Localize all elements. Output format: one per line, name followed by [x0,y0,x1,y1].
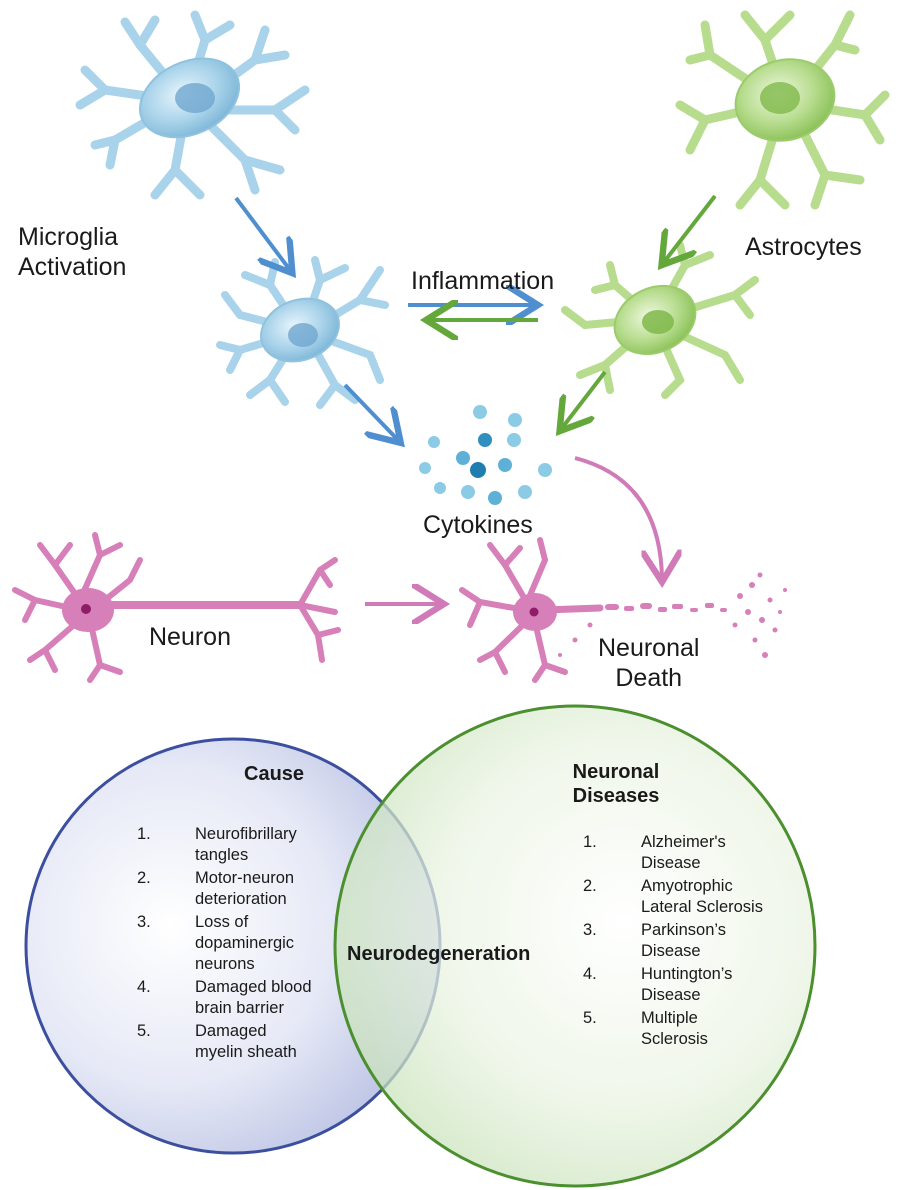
list-item: 2. Amyotrophic Lateral Sclerosis [583,876,823,918]
list-item-text: Damaged myelin sheath [195,1022,297,1061]
list-item: 4. Huntington’s Disease [583,964,823,1006]
microglia-cell-resting-icon [75,10,310,200]
neuron-dying-icon [459,537,787,683]
microglia-cell-activated-icon [216,256,389,409]
arrow-astrocyte-to-reactive [664,194,717,262]
list-item: 1. Neurofibrillary tangles [137,824,367,866]
list-item-text: Loss of dopaminergic neurons [195,913,295,973]
venn-title-diseases-line2: Diseases [572,785,660,807]
list-item-number: 1. [137,825,151,843]
cytokine-particles-icon [419,405,552,505]
neuron-healthy-icon [12,532,341,683]
list-item-text: Huntington’s Disease [641,965,733,1004]
list-item: 3. Loss of dopaminergic neurons [137,912,367,975]
label-microglia-line2: Activation [18,253,127,281]
list-item: 1. Alzheimer's Disease [583,832,823,874]
astrocyte-cell-resting-icon [675,10,890,210]
arrow-cytokines-to-death [574,456,662,578]
list-item-text: Amyotrophic Lateral Sclerosis [641,877,763,916]
venn-circle-diseases [333,704,817,1188]
venn-title-diseases-line1: Neuronal [572,761,660,783]
venn-title-diseases: Neuronal Diseases [556,760,676,808]
list-item-text: Motor-neuron deterioration [195,869,295,908]
list-item: 3. Parkinson’s Disease [583,920,823,962]
list-item-number: 5. [583,1009,597,1027]
list-item-number: 5. [137,1022,151,1040]
list-item-number: 3. [583,921,597,939]
arrow-microglia-to-activated [234,196,290,270]
arrow-activated-to-cytokines [343,383,398,440]
label-inflammation: Inflammation [411,267,555,295]
list-item-number: 3. [137,913,151,931]
list-item-text: Parkinson’s Disease [641,921,726,960]
label-astrocytes: Astrocytes [745,233,862,261]
list-item-text: Alzheimer's Disease [641,833,726,872]
label-neuronal-death-line2: Death [615,664,683,692]
list-item-text: Multiple Sclerosis [641,1009,708,1048]
list-item: 2. Motor-neuron deterioration [137,868,367,910]
label-microglia-activation: Microglia Activation [18,222,126,282]
label-neuronal-death: Neuronal Death [598,633,699,693]
list-item-text: Neurofibrillary tangles [195,825,297,864]
venn-title-cause: Cause [244,763,305,785]
list-item-number: 4. [137,978,151,996]
label-microglia-line1: Microglia [18,223,119,251]
list-item: 5. Multiple Sclerosis [583,1008,823,1050]
list-item-number: 2. [583,877,597,895]
venn-intersection-label: Neurodegeneration [347,943,531,965]
cause-list: 1. Neurofibrillary tangles 2. Motor-neuron… [137,824,367,1065]
arrow-reactive-to-cytokines [562,370,607,428]
diseases-list: 1. Alzheimer's Disease 2. Amyotrophic Late… [583,832,823,1052]
list-item-number: 1. [583,833,597,851]
label-neuron: Neuron [149,623,231,651]
list-item-number: 2. [137,869,151,887]
label-neuronal-death-line1: Neuronal [598,634,700,662]
list-item: 5. Damaged myelin sheath [137,1021,367,1063]
list-item-number: 4. [583,965,597,983]
list-item-text: Damaged blood brain barrier [195,978,312,1017]
astrocyte-cell-reactive-icon [561,241,759,399]
label-cytokines: Cytokines [423,511,533,539]
list-item: 4. Damaged blood brain barrier [137,977,367,1019]
